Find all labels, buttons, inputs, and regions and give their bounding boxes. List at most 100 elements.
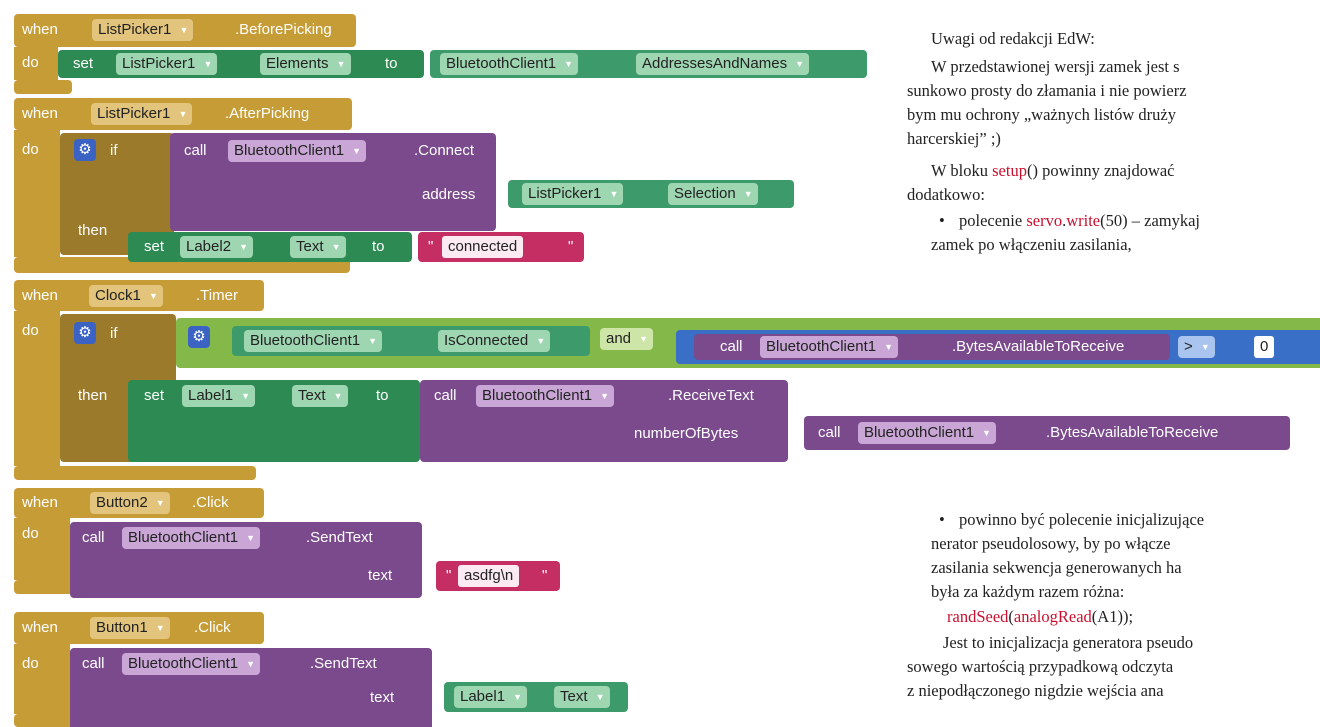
do-slot: do xyxy=(14,130,60,257)
article-paragraph-line: bym mu ochrony „ważnych listów druży xyxy=(907,105,1176,124)
number-value[interactable]: 0 xyxy=(1254,336,1275,358)
selection-getter-block[interactable]: ListPicker1 ▼ Selection▼ xyxy=(508,180,794,208)
operator-dropdown[interactable]: >▼ xyxy=(1178,336,1215,358)
string-block-connected[interactable]: " connected " xyxy=(418,232,584,262)
then-label: then xyxy=(78,222,108,239)
article-bullet-line: zasilania sekwencja generowanych ha xyxy=(931,558,1182,577)
and-dropdown[interactable]: and▼ xyxy=(600,328,654,350)
string-value[interactable]: asdfg\n xyxy=(458,565,520,587)
chevron-down-icon: ▼ xyxy=(609,189,619,199)
label1-dropdown[interactable]: Label1 ▼ xyxy=(182,385,256,407)
dropdown-text: Text xyxy=(560,688,588,705)
listpicker1-dropdown[interactable]: ListPicker1 ▼ xyxy=(91,103,193,125)
chevron-down-icon: ▼ xyxy=(352,146,362,156)
chevron-down-icon: ▼ xyxy=(1200,342,1210,352)
when-label: when xyxy=(22,619,58,636)
call-bytesavailable-arg-block[interactable]: call BluetoothClient1▼ .BytesAvailableTo… xyxy=(804,416,1290,450)
event-block-listpicker-beforepicking[interactable]: when ListPicker1▼ .BeforePicking xyxy=(14,14,356,47)
call-label: call xyxy=(184,142,207,159)
set-block[interactable]: set ListPicker1▼ Elements▼ to xyxy=(58,50,424,78)
bluetoothclient1-dropdown[interactable]: BluetoothClient1▼ xyxy=(228,140,367,162)
selection-dropdown[interactable]: Selection▼ xyxy=(668,183,758,205)
label1-text-getter-block[interactable]: Label1▼ Text▼ xyxy=(444,682,628,712)
article-setup-line: W bloku setup() powinny znajdować xyxy=(931,160,1175,183)
bluetoothclient1-dropdown[interactable]: BluetoothClient1▼ xyxy=(440,53,579,75)
set-label: set xyxy=(73,55,94,72)
bluetoothclient1-dropdown[interactable]: BluetoothClient1 ▼ xyxy=(858,422,997,444)
text-span: W bloku xyxy=(931,161,993,180)
do-label: do xyxy=(22,525,39,542)
set-label2-block[interactable]: set Label2▼ Text▼ to xyxy=(128,232,412,262)
text-dropdown[interactable]: Text▼ xyxy=(290,236,346,258)
dropdown-text: Label1 xyxy=(460,688,506,705)
text-span: polecenie xyxy=(959,211,1027,230)
button1-dropdown[interactable]: Button1▼ xyxy=(90,617,170,639)
arg-label: address xyxy=(422,186,476,203)
to-label: to xyxy=(372,238,385,255)
chevron-down-icon: ▼ xyxy=(241,391,251,401)
text-dropdown[interactable]: Text▼ xyxy=(554,686,610,708)
text-span: (50) – zamykaj xyxy=(1100,211,1201,230)
bluetoothclient1-dropdown[interactable]: BluetoothClient1▼ xyxy=(760,336,899,358)
dropdown-text: ListPicker1 xyxy=(122,55,196,72)
call-bytesavailable-block[interactable]: call BluetoothClient1▼ .BytesAvailableTo… xyxy=(694,334,1170,360)
dropdown-text: and xyxy=(606,330,632,347)
bluetooth-getter-block[interactable]: BluetoothClient1▼ AddressesAndNames▼ xyxy=(430,50,867,78)
label2-dropdown[interactable]: Label2▼ xyxy=(180,236,254,258)
event-block-listpicker-afterpicking[interactable]: when ListPicker1▼ .AfterPicking xyxy=(14,98,352,130)
chevron-down-icon: ▼ xyxy=(368,336,378,346)
then-label: then xyxy=(78,387,108,404)
chevron-down-icon: ▼ xyxy=(178,109,188,119)
elements-dropdown[interactable]: Elements▼ xyxy=(260,53,351,75)
chevron-down-icon: ▼ xyxy=(239,242,249,252)
bluetoothclient1-dropdown[interactable]: BluetoothClient1▼ xyxy=(122,527,261,549)
call-connect-block[interactable]: call BluetoothClient1▼ .Connect address xyxy=(170,133,496,231)
call-sendtext-block[interactable]: call BluetoothClient1▼ .SendText text xyxy=(70,522,422,598)
chevron-down-icon: ▼ xyxy=(148,291,158,301)
label1-dropdown[interactable]: Label1▼ xyxy=(454,686,528,708)
dropdown-text: ListPicker1 xyxy=(97,105,171,122)
string-value[interactable]: connected xyxy=(442,236,524,258)
bluetoothclient1-dropdown[interactable]: BluetoothClient1▼ xyxy=(244,330,383,352)
listpicker1-dropdown[interactable]: ListPicker1▼ xyxy=(92,19,194,41)
chevron-down-icon: ▼ xyxy=(333,391,343,401)
dropdown-text: Button1 xyxy=(96,619,148,636)
text-dropdown[interactable]: Text▼ xyxy=(292,385,348,407)
dropdown-text: ListPicker1 xyxy=(528,185,602,202)
listpicker1-dropdown[interactable]: ListPicker1 ▼ xyxy=(522,183,624,205)
dropdown-text: BluetoothClient1 xyxy=(864,424,975,441)
isconnected-dropdown[interactable]: IsConnected▼ xyxy=(438,330,551,352)
button2-dropdown[interactable]: Button2▼ xyxy=(90,492,170,514)
article-bullet-line: powinno być polecenie inicjalizujące xyxy=(959,510,1205,529)
listpicker1-dropdown[interactable]: ListPicker1▼ xyxy=(116,53,218,75)
clock1-dropdown[interactable]: Clock1▼ xyxy=(89,285,163,307)
method-name: .BytesAvailableToReceive xyxy=(1046,424,1219,441)
string-block-asdfg[interactable]: " asdfg\n " xyxy=(436,561,560,591)
quote-open: " xyxy=(428,238,434,255)
call-sendtext-block[interactable]: call BluetoothClient1▼ .SendText text xyxy=(70,648,432,727)
dropdown-text: BluetoothClient1 xyxy=(128,655,239,672)
event-block-button2-click[interactable]: when Button2▼ .Click xyxy=(14,488,264,518)
addressesandnames-dropdown[interactable]: AddressesAndNames▼ xyxy=(636,53,810,75)
gear-icon[interactable]: ⚙ xyxy=(74,139,96,161)
isconnected-getter-block[interactable]: BluetoothClient1▼ IsConnected▼ xyxy=(232,326,590,356)
gear-icon[interactable]: ⚙ xyxy=(188,326,210,348)
chevron-down-icon: ▼ xyxy=(336,59,346,69)
bluetoothclient1-dropdown[interactable]: BluetoothClient1▼ xyxy=(122,653,261,675)
call-receivetext-block[interactable]: call BluetoothClient1▼ .ReceiveText numb… xyxy=(420,380,788,462)
quote-close: " xyxy=(542,567,548,584)
compare-block[interactable]: call BluetoothClient1▼ .BytesAvailableTo… xyxy=(676,330,1320,364)
article-paragraph-line: dodatkowo: xyxy=(907,185,985,204)
dropdown-text: Label1 xyxy=(188,387,234,404)
event-block-button1-click[interactable]: when Button1▼ .Click xyxy=(14,612,264,644)
event-block-clock-timer[interactable]: when Clock1▼ .Timer xyxy=(14,280,264,311)
set-label1-block[interactable]: set Label1▼ Text▼ to xyxy=(128,380,420,462)
article-paragraph-line: W przedstawionej wersji zamek jest s xyxy=(931,57,1180,76)
bluetoothclient1-dropdown[interactable]: BluetoothClient1▼ xyxy=(476,385,615,407)
article-bullet-line: nerator pseudolosowy, by po włącze xyxy=(931,534,1171,553)
dropdown-text: ListPicker1 xyxy=(98,21,172,38)
chevron-down-icon: ▼ xyxy=(982,428,992,438)
do-slot: do xyxy=(14,644,70,714)
do-label: do xyxy=(22,54,39,71)
gear-icon[interactable]: ⚙ xyxy=(74,322,96,344)
